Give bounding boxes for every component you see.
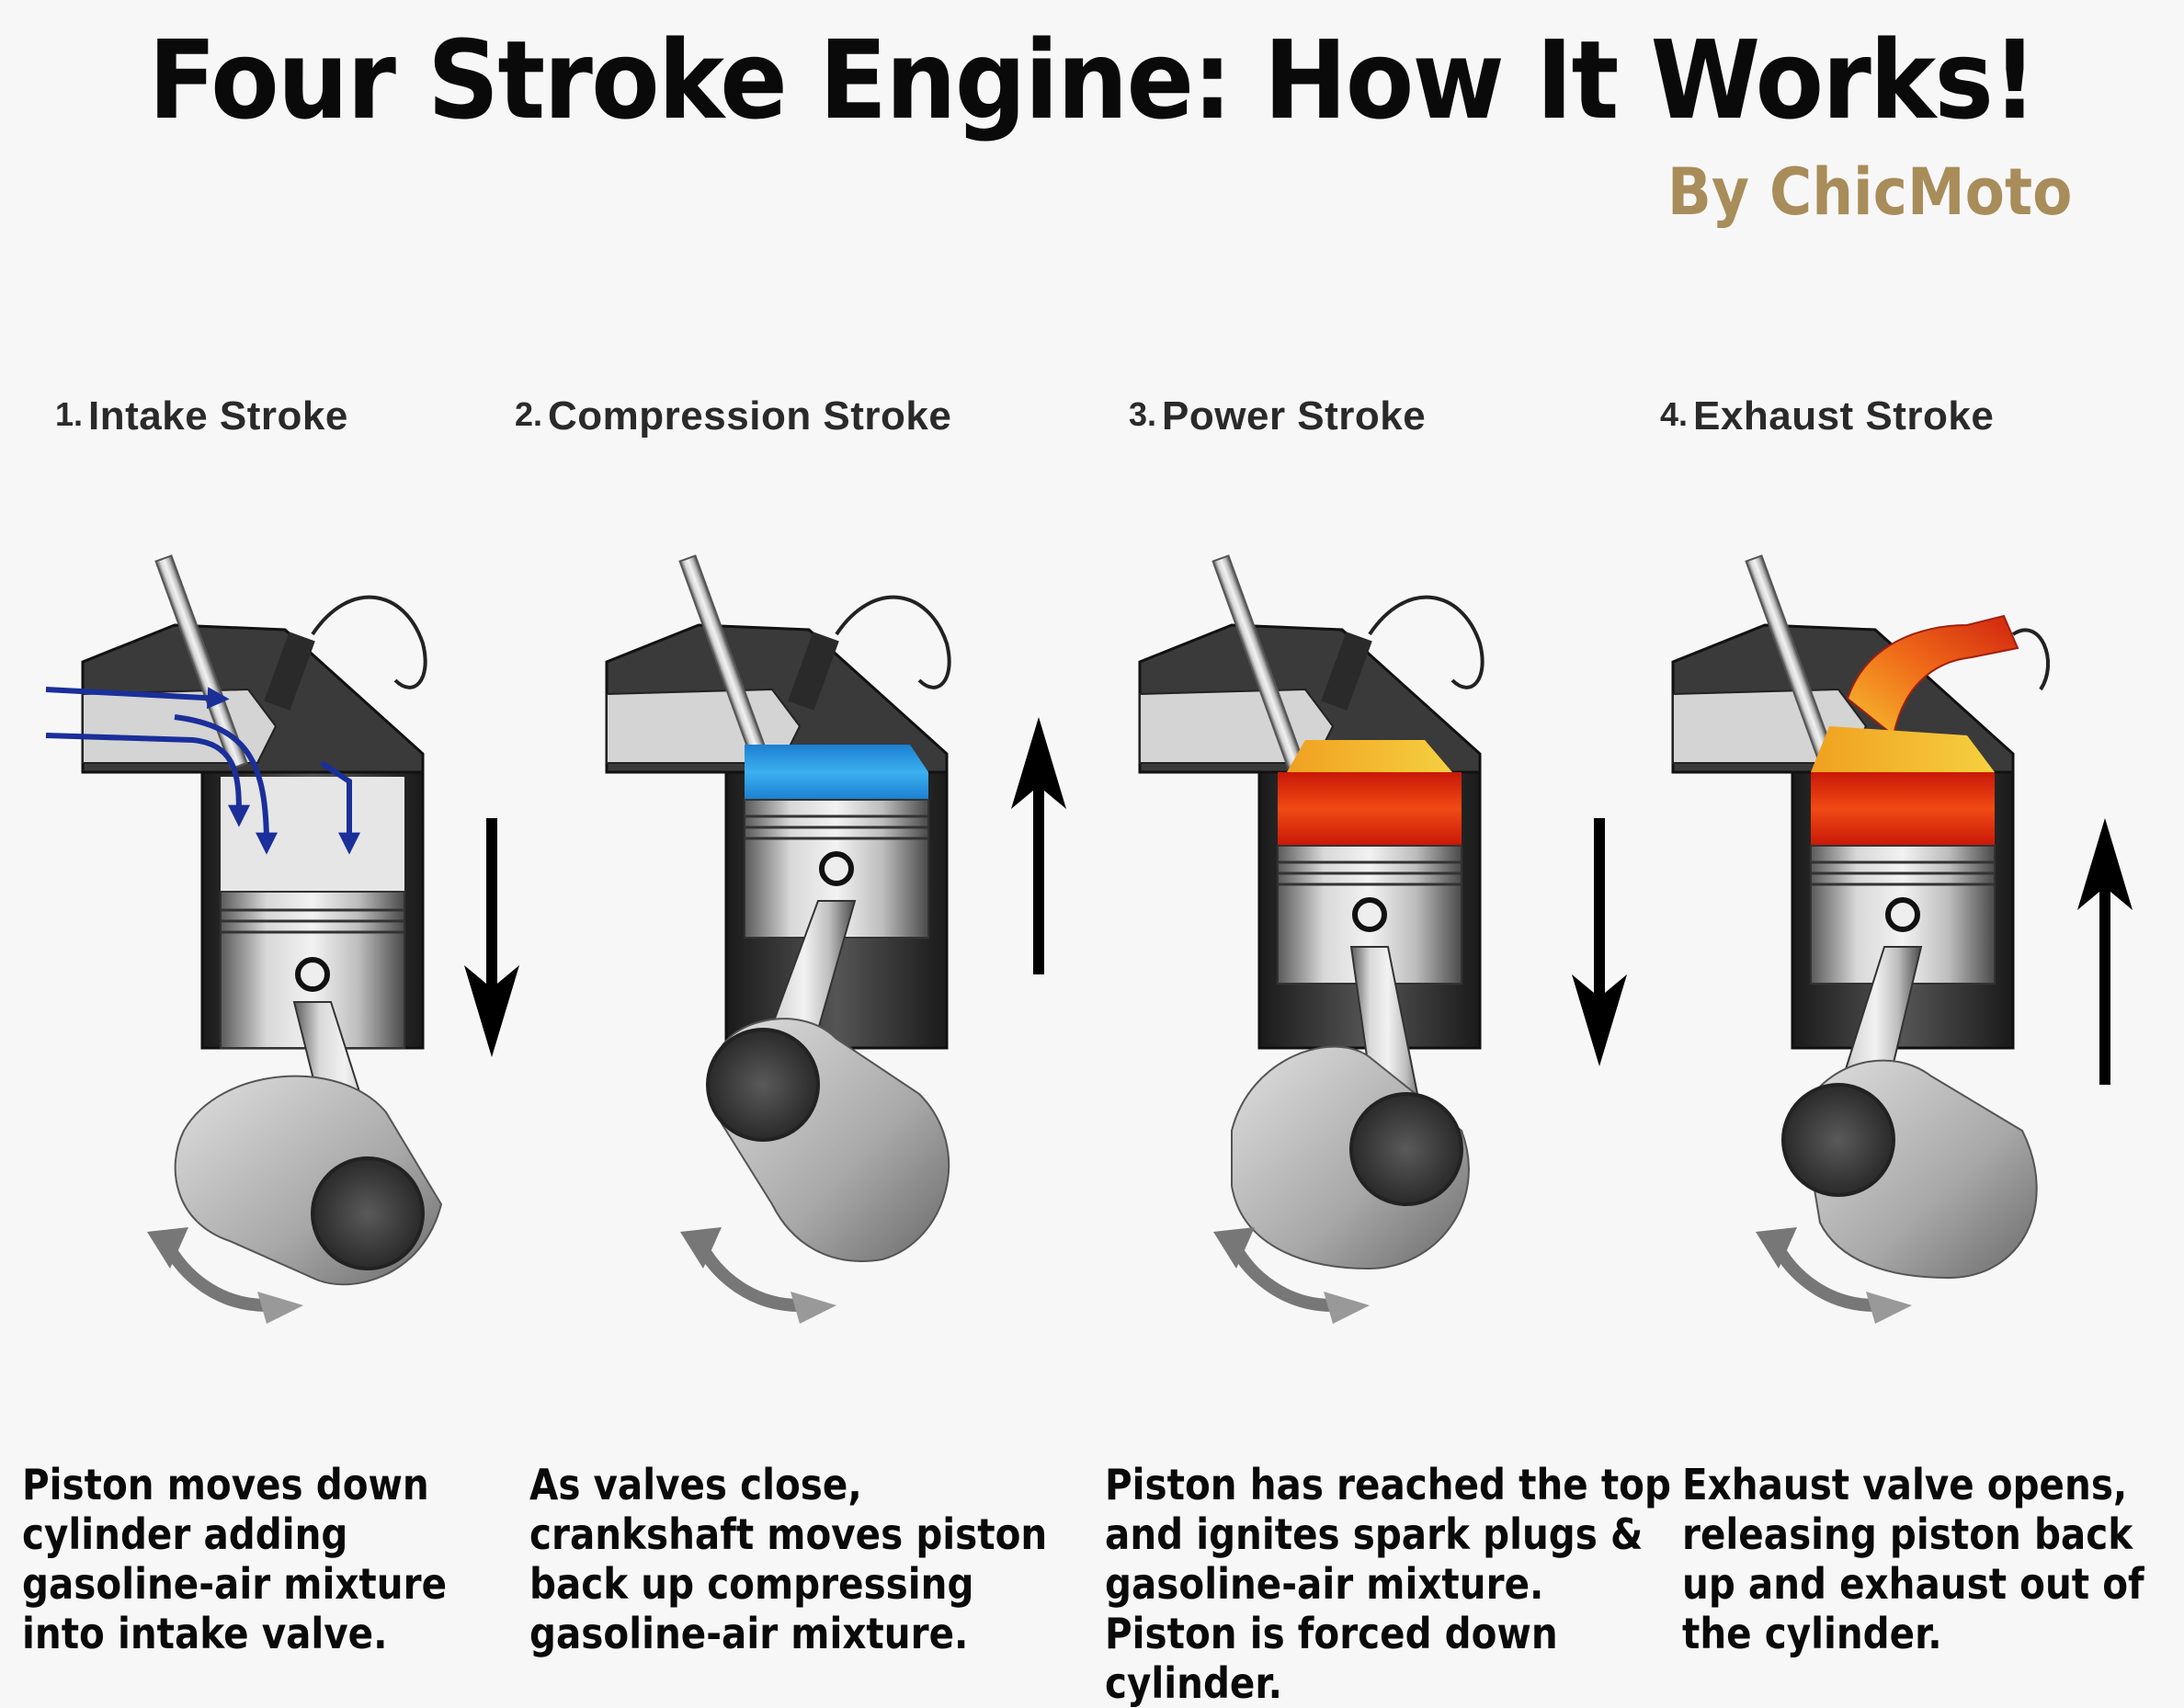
stroke-description-exhaust: Exhaust valve opens, releasing piston ba… xyxy=(1682,1460,2176,1658)
engine-diagram-intake xyxy=(37,542,552,1351)
ignition-flash xyxy=(1287,740,1452,772)
stroke-number: 1. xyxy=(55,395,83,433)
crank-journal xyxy=(313,1158,423,1269)
stroke-description-power: Piston has reached the top and ignites s… xyxy=(1105,1460,1671,1708)
stroke-label-exhaust: 4.Exhaust Stroke xyxy=(1660,393,1994,439)
author-byline: By ChicMoto xyxy=(1667,154,2072,230)
rotation-arrow xyxy=(699,1241,800,1305)
crank-journal xyxy=(1783,1085,1894,1195)
stroke-description-intake: Piston moves down cylinder adding gasoli… xyxy=(22,1460,516,1658)
stroke-name: Power Stroke xyxy=(1162,393,1426,438)
stroke-label-compression: 2.Compression Stroke xyxy=(515,393,951,439)
crank-journal xyxy=(708,1030,818,1140)
stroke-label-power: 3.Power Stroke xyxy=(1129,393,1426,439)
wrist-pin xyxy=(1355,900,1384,929)
combustion-gas xyxy=(1278,772,1462,846)
wrist-pin xyxy=(298,960,327,989)
crank-journal xyxy=(1351,1094,1462,1204)
spark-plug-wire xyxy=(2013,630,2048,689)
compressed-mixture xyxy=(745,745,928,800)
engine-diagram-exhaust xyxy=(1655,542,2169,1351)
stroke-number: 3. xyxy=(1129,395,1156,433)
engine-diagram-power xyxy=(1121,542,1636,1351)
engine-diagram-compression xyxy=(588,542,1103,1351)
wrist-pin xyxy=(822,854,851,883)
wrist-pin xyxy=(1888,900,1917,929)
stroke-label-intake: 1.Intake Stroke xyxy=(55,393,348,439)
exhaust-gas xyxy=(1811,772,1995,846)
stroke-name: Exhaust Stroke xyxy=(1693,393,1994,438)
stroke-number: 4. xyxy=(1660,395,1688,433)
stroke-description-compression: As valves close, crankshaft moves piston… xyxy=(529,1460,1087,1658)
stroke-name: Compression Stroke xyxy=(548,393,951,438)
page-title: Four Stroke Engine: How It Works! xyxy=(87,17,2097,143)
stroke-name: Intake Stroke xyxy=(88,393,348,438)
stroke-number: 2. xyxy=(515,395,542,433)
